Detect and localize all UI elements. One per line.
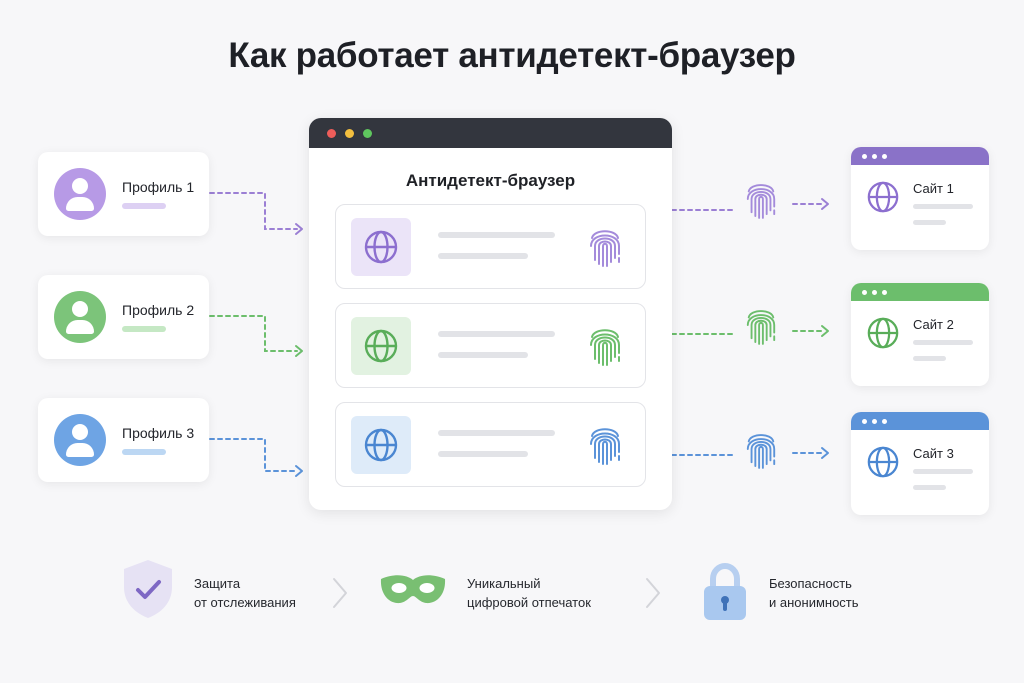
profile-placeholder-bar [122, 203, 166, 209]
arrowhead-icon [295, 345, 303, 357]
minimize-dot-icon[interactable] [345, 129, 354, 138]
profile-placeholder-bar [122, 449, 166, 455]
site-card-3[interactable]: Сайт 3 [851, 412, 989, 515]
fingerprint-icon [590, 230, 620, 267]
avatar [54, 414, 106, 466]
profile-card-1[interactable]: Профиль 1 [38, 152, 209, 236]
fingerprint-icon [746, 184, 776, 219]
arrowhead-icon [295, 465, 303, 477]
chevron-right-icon [333, 578, 347, 608]
site-titlebar [851, 283, 989, 301]
profile-card-3[interactable]: Профиль 3 [38, 398, 209, 482]
globe-icon [867, 317, 899, 349]
lock-icon [704, 562, 746, 620]
connector-profile-1 [209, 192, 298, 230]
site-label: Сайт 1 [913, 181, 954, 196]
site-titlebar [851, 412, 989, 430]
globe-icon [867, 181, 899, 213]
profile-label: Профиль 2 [122, 302, 195, 318]
site-titlebar [851, 147, 989, 165]
site-label: Сайт 3 [913, 446, 954, 461]
arrowhead-icon [821, 325, 829, 337]
browser-titlebar [309, 118, 672, 148]
globe-icon [364, 230, 398, 264]
globe-icon [867, 446, 899, 478]
globe-icon [364, 428, 398, 462]
globe-tile [351, 317, 411, 375]
shield-check-icon [124, 560, 172, 618]
arrowhead-icon [821, 447, 829, 459]
profile-label: Профиль 3 [122, 425, 195, 441]
close-dot-icon[interactable] [327, 129, 336, 138]
fingerprint-icon [590, 329, 620, 366]
maximize-dot-icon[interactable] [363, 129, 372, 138]
site-card-2[interactable]: Сайт 2 [851, 283, 989, 386]
connector-profile-2 [209, 315, 298, 352]
fingerprint-icon [590, 428, 620, 465]
globe-icon [364, 329, 398, 363]
page-title: Как работает антидетект-браузер [228, 36, 796, 75]
arrowhead-icon [821, 198, 829, 210]
globe-tile [351, 416, 411, 474]
chevron-right-icon [646, 578, 660, 608]
avatar [54, 291, 106, 343]
arrowhead-icon [295, 223, 303, 235]
fingerprint-icon [746, 434, 776, 469]
connector-profile-3 [209, 438, 298, 472]
profile-card-2[interactable]: Профиль 2 [38, 275, 209, 359]
globe-tile [351, 218, 411, 276]
mask-icon [380, 575, 446, 604]
antidetect-browser-window: Антидетект-браузер [309, 118, 672, 510]
browser-profile-row-3[interactable] [335, 402, 646, 487]
avatar [54, 168, 106, 220]
browser-title: Антидетект-браузер [405, 171, 576, 190]
browser-profile-row-2[interactable] [335, 303, 646, 388]
site-card-1[interactable]: Сайт 1 [851, 147, 989, 250]
site-label: Сайт 2 [913, 317, 954, 332]
fingerprint-icon [746, 310, 776, 345]
profile-placeholder-bar [122, 326, 166, 332]
browser-profile-row-1[interactable] [335, 204, 646, 289]
profile-label: Профиль 1 [122, 179, 195, 195]
